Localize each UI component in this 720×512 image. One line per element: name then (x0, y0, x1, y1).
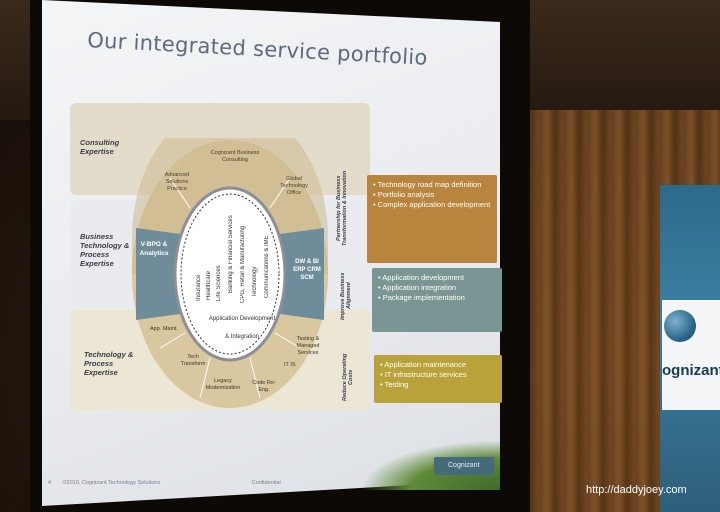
vertical-technology: Technology (252, 256, 258, 308)
segment-global-tech-office: Global Technology Office (276, 176, 312, 197)
side-label-partnership: Partnership for Business Transformation … (336, 170, 348, 246)
cognizant-logo: Cognizant (434, 457, 494, 475)
segment-dw-bi: DW & BI ERP CRM SCM (290, 258, 324, 282)
side-label-costs: Reduce Operating Costs (342, 352, 354, 402)
center-app-development: Application Development (204, 316, 280, 322)
segment-app-maint: App. Maint. (150, 326, 178, 332)
vertical-insurance: Insurance (196, 268, 202, 308)
offering-item: • Application maintenance (380, 360, 496, 370)
offering-item: • IT infrastructure services (380, 370, 496, 380)
segment-testing: Testing & Managed Services (290, 336, 326, 357)
band-label-business-tech: Business Technology & Process Expertise (80, 232, 130, 268)
vertical-communications: Communications & IME (264, 226, 270, 308)
segment-business-consulting: Cognizant Business Consulting (206, 150, 264, 164)
offering-item: • Testing (380, 380, 496, 390)
segment-it-is: IT IS (284, 362, 296, 368)
offering-item: • Portfolio analysis (373, 190, 491, 200)
footer-copyright: ©2010, Cognizant Technology Solutions (63, 480, 161, 486)
vertical-banking: Banking & Financial Services (228, 200, 234, 308)
offering-item: • Package implementation (378, 293, 496, 303)
segment-advanced-solutions: Advanced Solutions Practice (156, 172, 198, 193)
segment-tech-transform: Tech Transform (176, 354, 210, 368)
vertical-life-sciences: Life Sciences (216, 258, 222, 308)
offering-box-transformation: • Technology road map definition • Portf… (367, 175, 497, 263)
center-integration: & Integration (204, 334, 280, 340)
globe-icon (664, 310, 696, 342)
footer-page-number: 4 (48, 480, 51, 486)
vertical-cpg: CPG, Retail & Manufacturing (240, 220, 246, 308)
banner-text: ognizant (662, 362, 720, 379)
offering-box-alignment: • Application development • Application … (372, 268, 502, 332)
offering-item: • Technology road map definition (373, 180, 491, 190)
offering-item: • Application development (378, 273, 496, 283)
segment-vbpo: V-BPO & Analytics (137, 240, 171, 258)
segment-code-re-eng: Code Re-Eng. (250, 380, 278, 394)
segment-legacy-modernization: Legacy Modernization (205, 378, 241, 392)
band-label-consulting: Consulting Expertise (80, 138, 130, 156)
offering-item: • Complex application development (373, 200, 491, 210)
side-label-alignment: Improve Business Alignment (340, 268, 352, 324)
offering-item: • Application integration (378, 283, 496, 293)
watermark-url: http://daddyjoey.com (586, 484, 687, 496)
vertical-healthcare: Healthcare (206, 262, 212, 308)
footer-confidential: Confidential (252, 480, 281, 486)
offering-box-costs: • Application maintenance • IT infrastru… (374, 355, 502, 403)
slide-footer: 4 ©2010, Cognizant Technology Solutions … (48, 480, 488, 486)
